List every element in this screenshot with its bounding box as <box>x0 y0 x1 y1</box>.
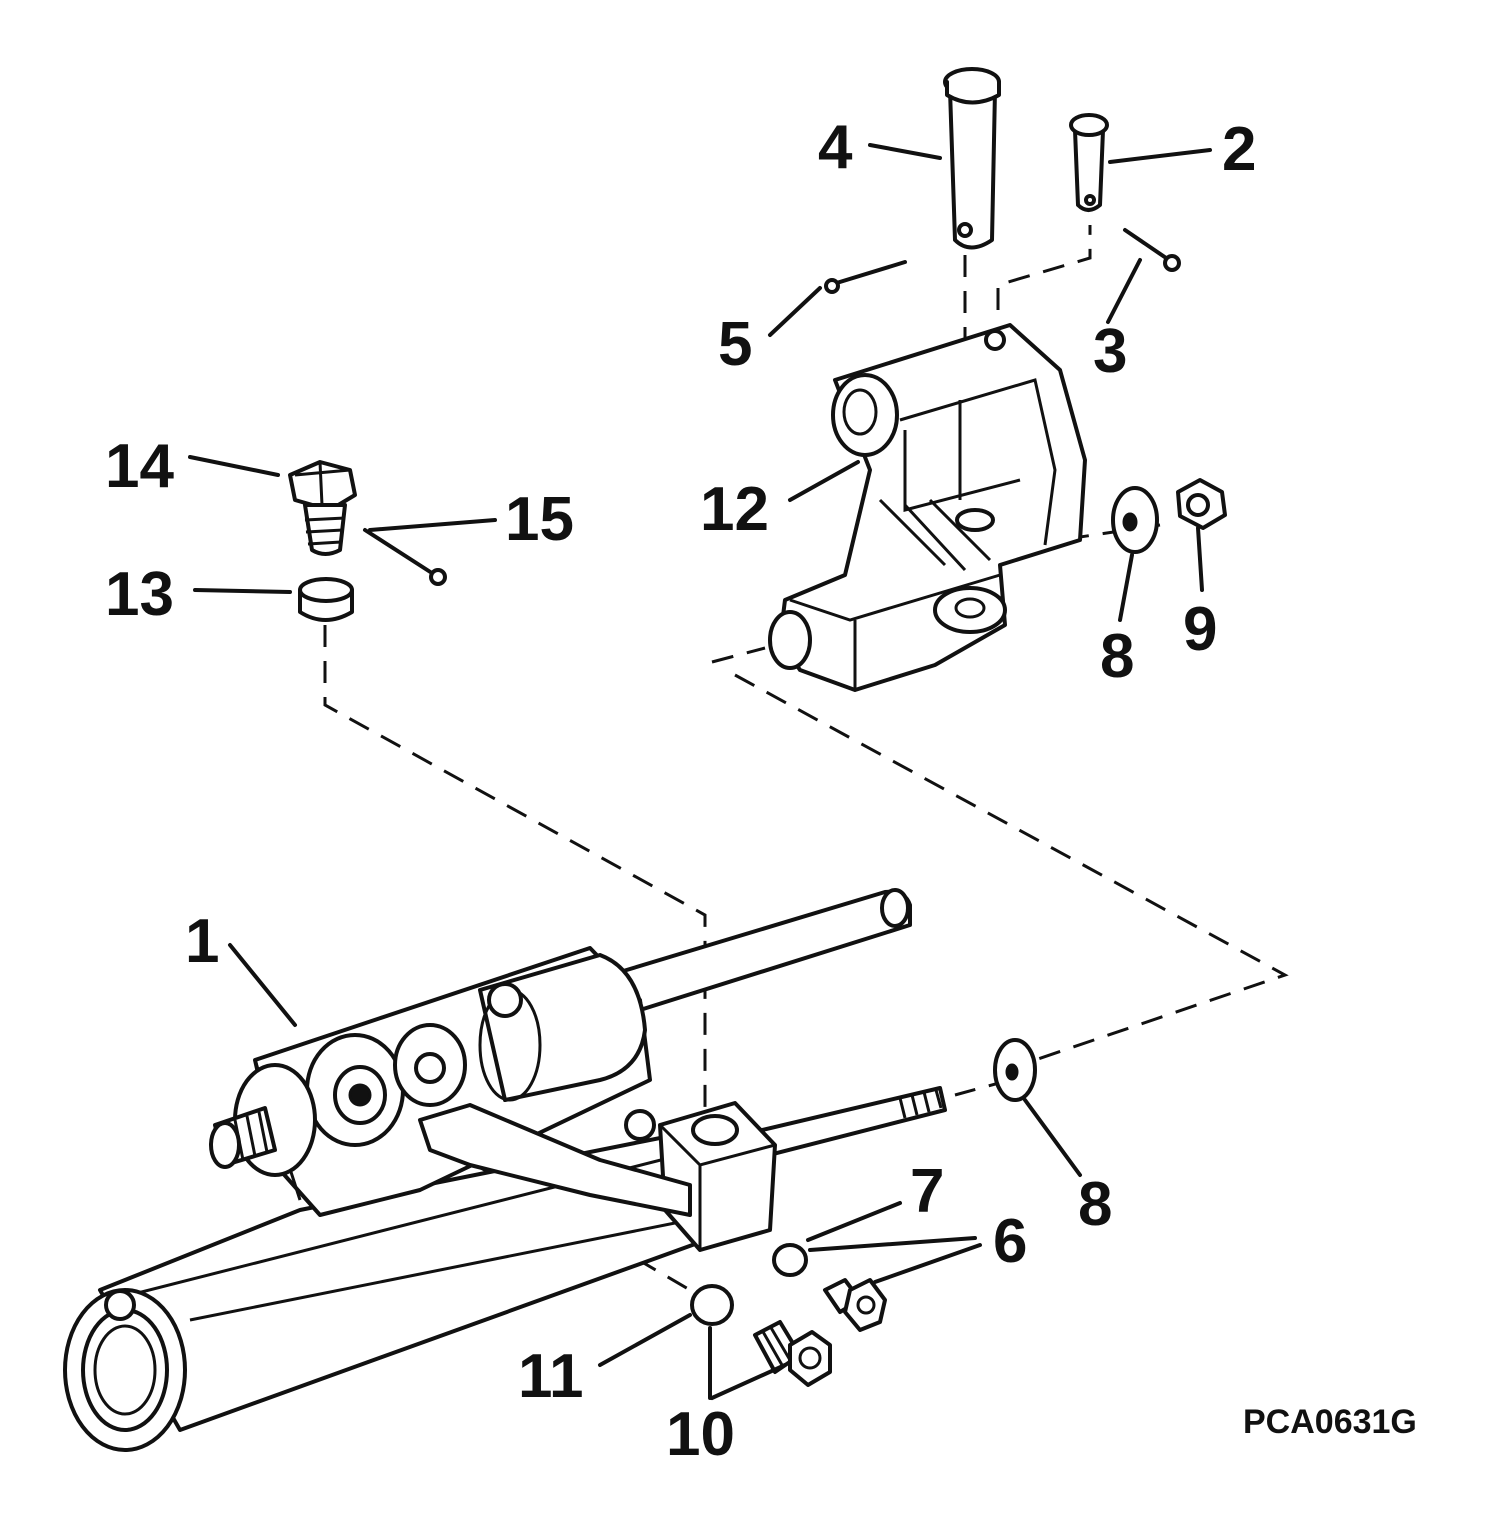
callout-11: 11 <box>518 1342 584 1411</box>
leader-lines <box>188 143 1212 1400</box>
part-7-o-ring <box>772 1243 808 1277</box>
part-8-washer-lower <box>993 1038 1037 1102</box>
callout-14: 14 <box>105 432 174 501</box>
callout-15: 15 <box>505 485 574 554</box>
part-10-plug <box>753 1320 832 1387</box>
callout-8-upper: 8 <box>1100 622 1134 691</box>
part-12-bracket <box>768 323 1087 692</box>
callout-labels: 4 2 5 3 12 14 15 13 8 9 1 8 7 6 11 10 <box>105 113 1256 1469</box>
callout-8-lower: 8 <box>1078 1170 1112 1239</box>
callout-6: 6 <box>993 1207 1027 1276</box>
part-14-bolt <box>288 460 357 556</box>
part-2-small-pin <box>1069 113 1109 212</box>
callout-7: 7 <box>910 1157 944 1226</box>
callout-10: 10 <box>666 1400 735 1469</box>
part-4-large-pin <box>943 67 1001 250</box>
part-5-cotter-pin <box>824 260 907 294</box>
callout-12: 12 <box>700 475 769 544</box>
part-9-nut <box>1176 478 1227 530</box>
callout-5: 5 <box>718 310 752 379</box>
part-13-bushing <box>298 577 354 622</box>
callout-9: 9 <box>1183 595 1217 664</box>
part-8-washer-upper <box>1111 486 1159 554</box>
part-15-cotter-pin <box>363 528 447 586</box>
callout-4: 4 <box>818 113 853 182</box>
callout-1: 1 <box>185 907 219 976</box>
part-11-seal <box>690 1284 734 1326</box>
callout-2: 2 <box>1222 115 1256 184</box>
part-6-fitting <box>823 1278 887 1332</box>
part-1-cylinder-housing <box>63 888 947 1452</box>
part-3-cotter-pin <box>1123 228 1181 272</box>
callout-13: 13 <box>105 560 174 629</box>
figure-code: PCA0631G <box>1243 1403 1417 1441</box>
callout-3: 3 <box>1093 317 1127 386</box>
